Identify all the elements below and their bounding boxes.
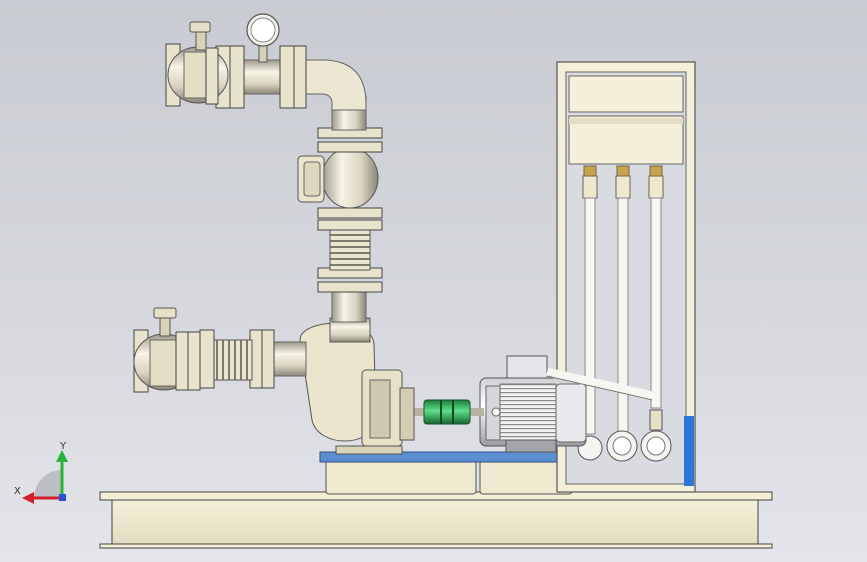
skid-pads — [319, 451, 577, 495]
suction-ball-valve[interactable] — [133, 307, 201, 393]
y-axis-label: Y — [60, 441, 67, 452]
z-axis-marker — [59, 494, 66, 501]
level-indicator — [684, 416, 694, 486]
cabinet-gauges — [577, 409, 672, 462]
centrifugal-pump[interactable] — [299, 317, 415, 455]
discharge-riser — [297, 59, 383, 323]
control-cabinet[interactable] — [556, 61, 696, 493]
suction-line — [199, 329, 307, 389]
gauge-tubes — [582, 165, 664, 435]
pressure-gauge-icon — [246, 13, 280, 63]
top-ball-valve[interactable] — [165, 21, 229, 107]
x-axis-arrowhead — [22, 492, 34, 504]
electric-motor[interactable] — [479, 355, 654, 453]
shaft-coupling — [412, 399, 484, 425]
coordinate-triad — [22, 450, 68, 504]
x-axis-label: X — [14, 486, 21, 497]
base-platform — [99, 491, 773, 549]
y-axis-arrowhead — [56, 450, 68, 462]
top-discharge-header — [215, 13, 307, 109]
